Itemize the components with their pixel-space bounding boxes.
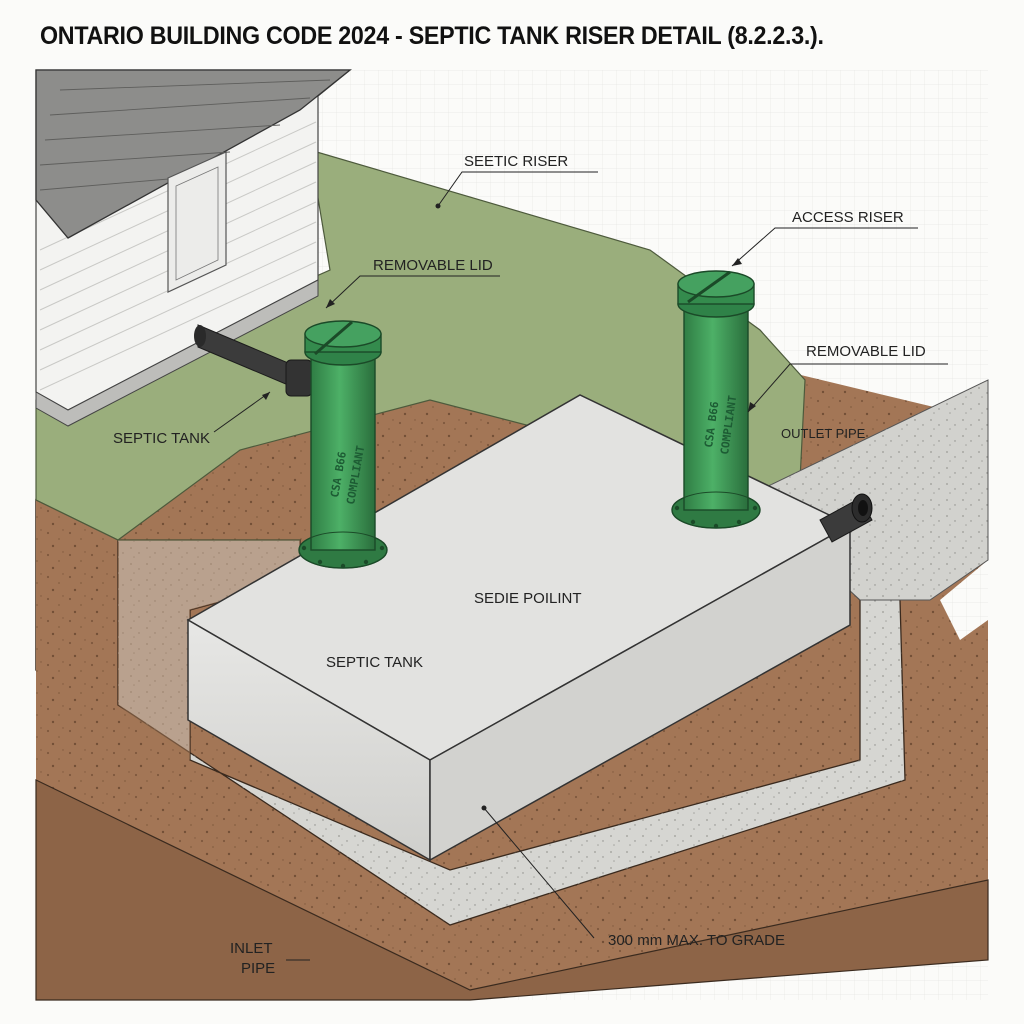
diagram-title: ONTARIO BUILDING CODE 2024 - SEPTIC TANK…	[40, 22, 824, 50]
label-septic-tank-left: SEPTIC TANK	[113, 430, 210, 447]
label-outlet-pipe: OUTLET PIPE	[781, 426, 866, 441]
label-removable-lid-right: REMOVABLE LID	[806, 343, 926, 360]
right-riser: CSA B66 COMPLIANT	[671, 270, 761, 529]
label-removable-lid-left: REMOVABLE LID	[373, 257, 493, 274]
label-septic-riser: SEETIC RISER	[464, 153, 568, 170]
label-access-riser: ACCESS RISER	[792, 209, 904, 226]
label-inlet-pipe-line2: PIPE	[241, 960, 275, 977]
label-inlet-pipe-line1: INLET	[230, 940, 273, 957]
left-riser: CSA B66 COMPLIANT	[298, 320, 388, 569]
house	[35, 69, 352, 427]
outlet-pipe	[819, 493, 873, 543]
leader-lines	[213, 171, 948, 961]
leader-arrowheads	[262, 203, 756, 811]
right-riser-stamp-line1: CSA B66	[702, 400, 721, 448]
inlet-pipe	[194, 324, 313, 397]
label-tank-top: SEDIE POILINT	[474, 590, 582, 607]
label-clearance: 300 mm MAX. TO GRADE	[608, 932, 785, 949]
label-tank-front: SEPTIC TANK	[326, 654, 423, 671]
